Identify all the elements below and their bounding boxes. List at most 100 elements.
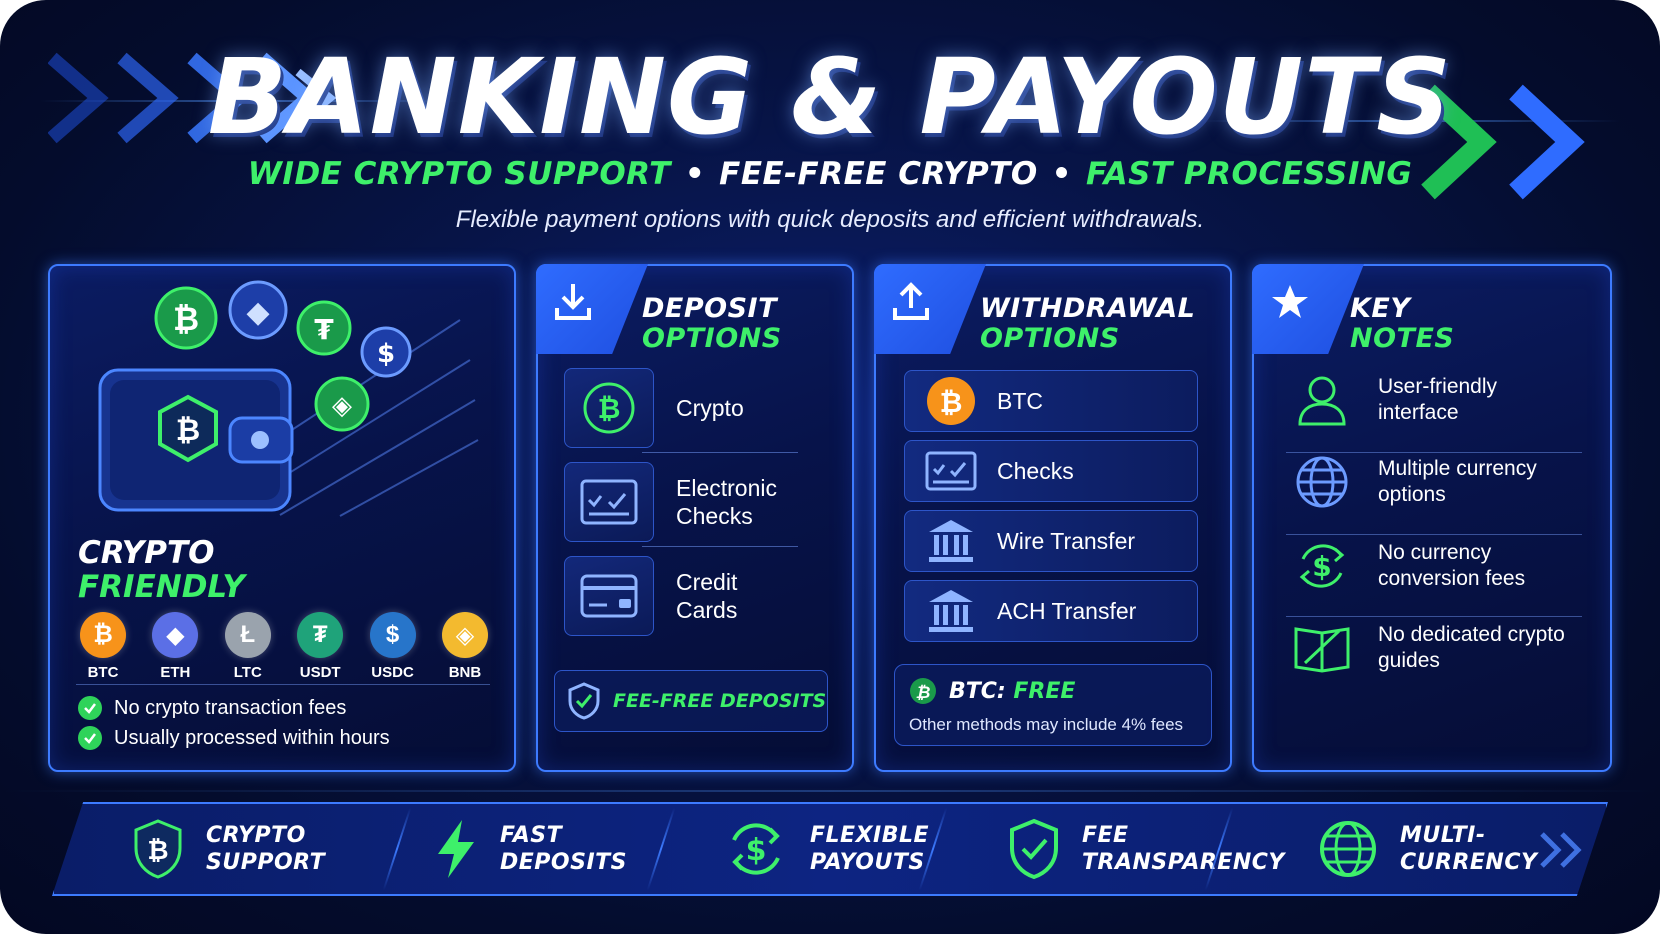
deposit-option-credit-cards: Credit Cards bbox=[564, 556, 824, 638]
feature-label-line2: DEPOSITS bbox=[500, 850, 627, 875]
ltc-coin-icon: Ł bbox=[224, 612, 271, 658]
svg-text:₿: ₿ bbox=[940, 386, 963, 419]
svg-text:◈: ◈ bbox=[332, 391, 352, 421]
key-note-label: No currency conversion fees bbox=[1378, 541, 1526, 590]
feature-label-line2: SUPPORT bbox=[206, 850, 326, 875]
eth-coin-icon: ◆ bbox=[152, 612, 199, 658]
tagline-item-fast-processing: FAST PROCESSING bbox=[1086, 156, 1413, 192]
check-icon bbox=[564, 462, 654, 542]
coin-label: USDT bbox=[299, 664, 341, 681]
fee-free-deposits-badge: FEE-FREE DEPOSITS bbox=[554, 670, 828, 732]
bank-icon bbox=[905, 588, 997, 634]
shield-check-icon bbox=[1010, 818, 1058, 880]
divider bbox=[1286, 616, 1582, 617]
tagline: WIDE CRYPTO SUPPORT•FEE-FREE CRYPTO•FAST… bbox=[0, 156, 1660, 192]
key-note-label: Multiple currency options bbox=[1378, 457, 1537, 506]
panel-corner bbox=[1252, 264, 1364, 354]
svg-text:₿: ₿ bbox=[147, 836, 168, 866]
coin-label: ETH bbox=[160, 664, 191, 681]
withdrawal-option-ach-transfer: ACH Transfer bbox=[904, 580, 1198, 642]
key-note-no-crypto-guides: No dedicated crypto guides bbox=[1286, 610, 1582, 690]
panel-title: WITHDRAWAL OPTIONS bbox=[980, 294, 1195, 354]
dollar-cycle-icon: $ bbox=[732, 823, 780, 875]
deposit-option-crypto: ₿ Crypto bbox=[564, 368, 824, 450]
usdt-coin-icon: ₮ bbox=[297, 612, 344, 658]
key-note-no-conversion-fees: $ No currency conversion fees bbox=[1286, 528, 1582, 608]
btc-free-value: FREE bbox=[1013, 678, 1076, 704]
panel-title-line2: OPTIONS bbox=[980, 323, 1120, 354]
divider bbox=[76, 684, 490, 685]
check-circle-icon bbox=[78, 696, 102, 720]
bnb-coin-icon: ◈ bbox=[441, 612, 488, 658]
key-note-label: No dedicated crypto guides bbox=[1378, 623, 1565, 672]
withdrawal-option-label: BTC bbox=[997, 387, 1043, 414]
btc-free-key: BTC: bbox=[949, 678, 1006, 704]
chevron-arrows-right-icon bbox=[1540, 832, 1582, 868]
bitcoin-icon: ₿ bbox=[905, 375, 997, 427]
deposit-options-panel: DEPOSIT OPTIONS ₿ Crypto Electronic Chec… bbox=[536, 264, 854, 772]
feature-label-line2: PAYOUTS bbox=[810, 850, 925, 875]
coin-eth: ◆ ETH bbox=[146, 612, 204, 681]
coin-bnb: ◈ BNB bbox=[436, 612, 494, 681]
lightning-icon bbox=[438, 820, 474, 878]
check-row-label: Usually processed within hours bbox=[114, 726, 390, 749]
withdrawal-option-checks: Checks bbox=[904, 440, 1198, 502]
deposit-option-label: Credit Cards bbox=[676, 569, 738, 623]
feature-label-line1: FEE bbox=[1082, 823, 1129, 848]
light-streak bbox=[40, 100, 460, 102]
key-note-multiple-currency: Multiple currency options bbox=[1286, 444, 1582, 524]
chevron-arrows-right-icon bbox=[1421, 84, 1585, 200]
svg-text:$: $ bbox=[1312, 550, 1331, 583]
upload-icon bbox=[893, 282, 929, 320]
crypto-friendly-title-line2: FRIENDLY bbox=[78, 569, 245, 605]
tagline-separator: • bbox=[684, 156, 706, 192]
book-icon bbox=[1292, 618, 1352, 678]
check-icon bbox=[905, 451, 997, 491]
divider bbox=[642, 452, 798, 453]
dollar-cycle-icon: $ bbox=[1292, 536, 1352, 596]
key-notes-panel: KEY NOTES User-friendly interface Multip… bbox=[1252, 264, 1612, 772]
withdrawal-option-label: Checks bbox=[997, 457, 1074, 484]
fees-note: Other methods may include 4% fees bbox=[909, 715, 1184, 734]
coin-label: BNB bbox=[448, 664, 482, 681]
bank-icon bbox=[905, 518, 997, 564]
svg-text:₿: ₿ bbox=[598, 392, 621, 425]
deposit-option-label: Electronic Checks bbox=[676, 475, 777, 529]
panel-title-line2: OPTIONS bbox=[642, 323, 782, 354]
panel-corner bbox=[874, 264, 986, 354]
panel-title: DEPOSIT OPTIONS bbox=[642, 294, 782, 354]
tagline-item-fee-free: FEE-FREE CRYPTO bbox=[719, 156, 1038, 192]
bitcoin-icon: ₿ bbox=[564, 368, 654, 448]
check-row: No crypto transaction fees bbox=[78, 696, 346, 720]
feature-label: MULTI-CURRENCY bbox=[1400, 822, 1537, 876]
user-icon bbox=[1292, 370, 1352, 430]
svg-text:₿: ₿ bbox=[916, 683, 931, 703]
withdrawal-option-btc: ₿ BTC bbox=[904, 370, 1198, 432]
wallet-illustration-icon: ₿ ₿ ◆ ₮ $ ◈ bbox=[98, 280, 479, 517]
withdrawal-option-wire-transfer: Wire Transfer bbox=[904, 510, 1198, 572]
shield-bitcoin-icon: ₿ bbox=[134, 819, 182, 879]
star-icon bbox=[1272, 285, 1308, 318]
globe-icon bbox=[1292, 452, 1352, 512]
withdrawal-option-label: ACH Transfer bbox=[997, 597, 1137, 624]
btc-coin-icon: ₿ bbox=[80, 612, 126, 658]
check-row: Usually processed within hours bbox=[78, 726, 390, 750]
coin-usdc: $USDC bbox=[364, 612, 422, 681]
deposit-option-electronic-checks: Electronic Checks bbox=[564, 462, 824, 544]
panel-title-line1: WITHDRAWAL bbox=[980, 293, 1196, 324]
key-note-user-friendly: User-friendly interface bbox=[1286, 362, 1582, 442]
tagline-item-crypto-support: WIDE CRYPTO SUPPORT bbox=[247, 156, 671, 192]
divider bbox=[642, 546, 798, 547]
coin-label: USDC bbox=[371, 664, 414, 681]
